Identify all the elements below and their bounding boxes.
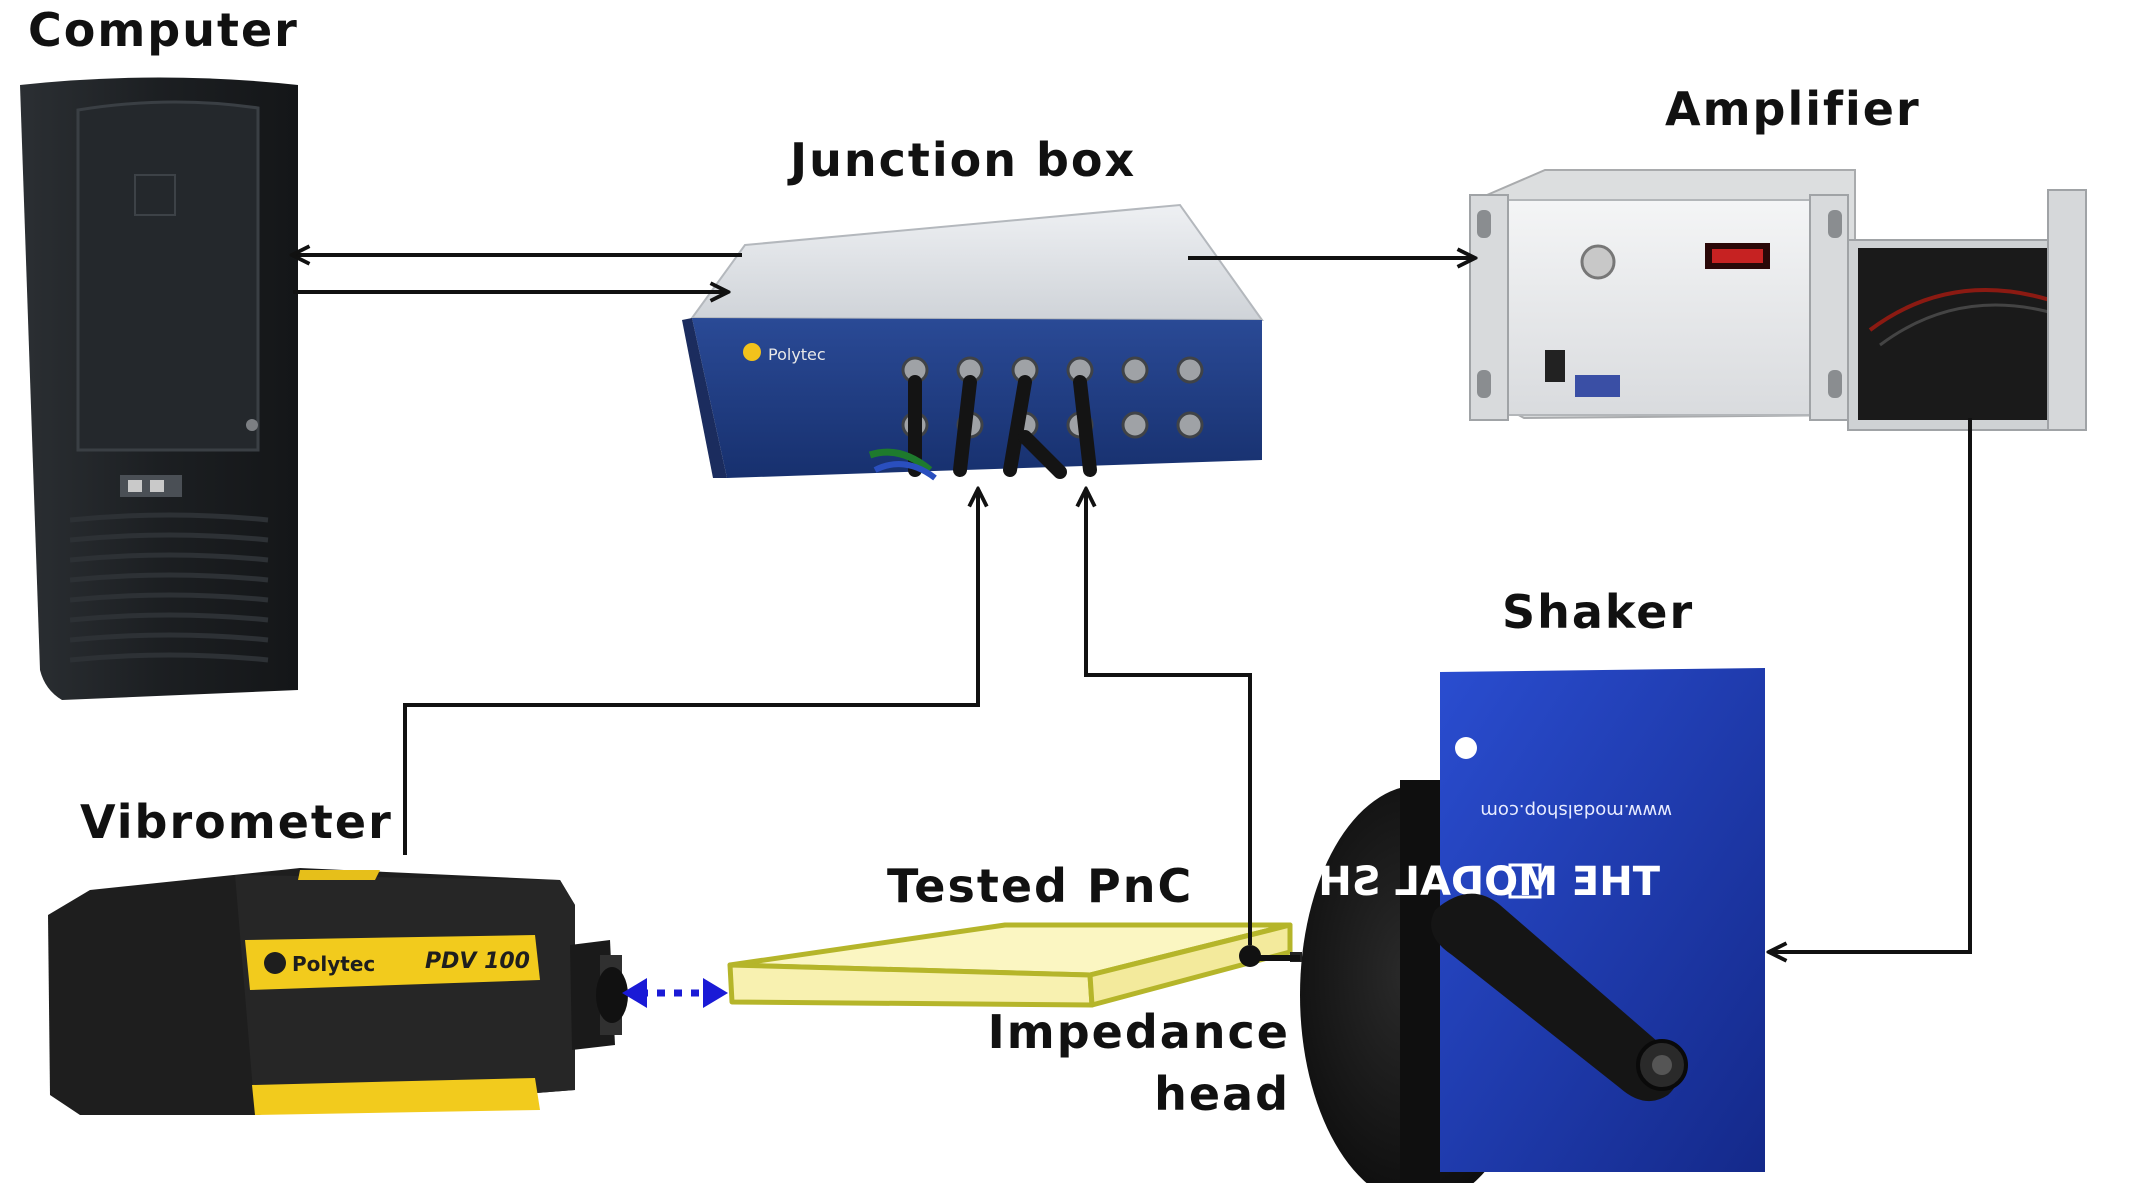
vibrometer-brand-text: Polytec (292, 952, 375, 976)
shaker: www.modalshop.com THE MODAL SH (1239, 668, 1765, 1187)
label-tested-pnc: Tested PnC (887, 859, 1194, 913)
tested-pnc-plate (727, 922, 1293, 1008)
label-shaker: Shaker (1502, 585, 1695, 639)
amplifier (1469, 169, 2087, 431)
computer-tower (20, 77, 298, 700)
vibrometer: Polytec PDV 100 (48, 868, 628, 1115)
label-junction-box: Junction box (790, 133, 1137, 187)
connectors (293, 255, 1972, 952)
connector-vibrometer-to-junction (403, 490, 978, 855)
label-computer: Computer (28, 3, 299, 57)
junction-box: Polytec (682, 203, 1264, 481)
label-amplifier: Amplifier (1665, 82, 1921, 136)
impedance-head (1239, 945, 1261, 967)
label-impedance-head-line2: head (1154, 1067, 1290, 1121)
shaker-brand-text: THE MODAL SH (1318, 859, 1660, 905)
label-vibrometer: Vibrometer (80, 795, 393, 849)
laser-arrowhead-left (622, 978, 647, 1008)
junction-brand-text: Polytec (768, 345, 826, 364)
vibrometer-model-text: PDV 100 (425, 949, 530, 974)
connector-impedance-to-junction (1086, 490, 1252, 945)
label-impedance-head-line1: Impedance (987, 1005, 1290, 1059)
laser-arrowhead-right (703, 978, 728, 1008)
shaker-website-text: www.modalshop.com (1480, 800, 1672, 821)
connector-amplifier-to-shaker (1770, 418, 1972, 952)
laser-beam (622, 978, 728, 1008)
